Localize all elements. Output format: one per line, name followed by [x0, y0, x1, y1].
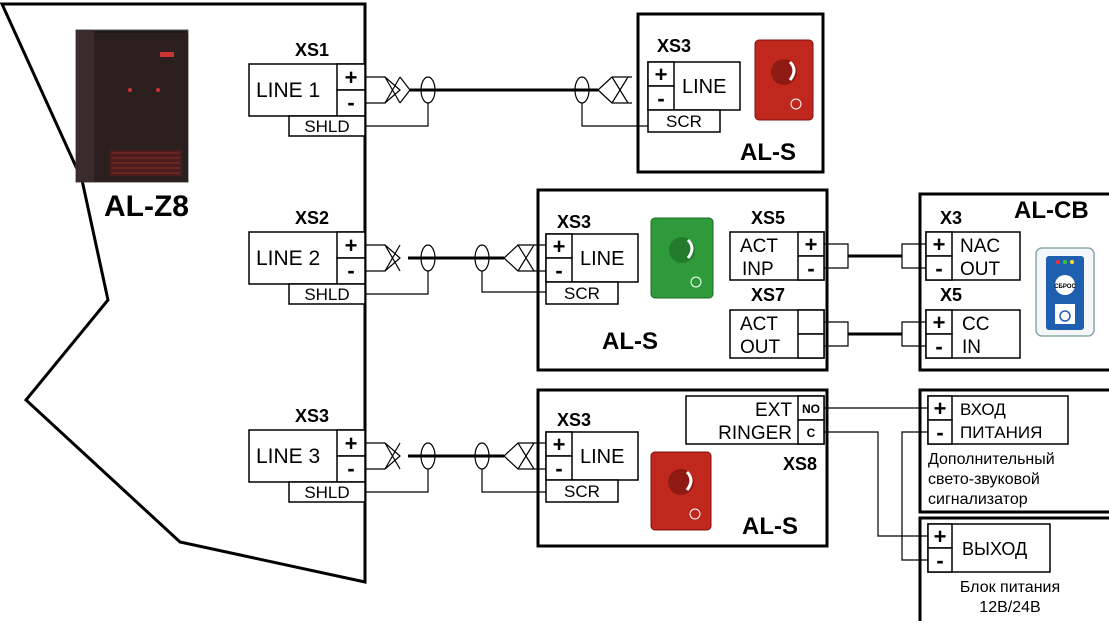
al-s-1: XS3 + - LINE SCR AL-S [636, 12, 825, 174]
xs5-plus: + [805, 232, 818, 257]
psu-caption-1: Блок питания [960, 579, 1060, 596]
x5-connector: X5 [940, 285, 962, 305]
al-s-3-device-image [650, 451, 712, 531]
signal-plus: + [934, 396, 947, 421]
x3-minus: - [935, 256, 942, 281]
line-3-connector: XS3 [295, 406, 329, 426]
line-1-connector: XS1 [295, 40, 329, 60]
x3-nac: NAC [960, 236, 1000, 257]
xs5-minus: - [807, 256, 814, 281]
xs5-act: ACT [740, 236, 778, 257]
al-s-3-minus: - [555, 456, 562, 481]
al-s-3: XS3 + - LINE SCR AL-S EXT RINGER NO C XS… [536, 388, 829, 548]
al-z8-title: AL-Z8 [104, 190, 189, 223]
signal-minus: - [936, 420, 943, 445]
al-s-1-name: AL-S [740, 139, 796, 166]
xs8-ext: EXT [755, 400, 792, 421]
al-s-1-minus: - [657, 86, 664, 111]
line-3-label: LINE 3 [256, 445, 320, 468]
x5-cc: CC [962, 314, 989, 335]
al-s-2-scr: SCR [564, 284, 600, 303]
al-s-3-name: AL-S [742, 513, 798, 540]
x3-out: OUT [960, 259, 1001, 280]
al-cb-device-image: СБРОС [1035, 247, 1095, 337]
al-s-2-plus: + [553, 234, 566, 259]
al-s-3-plus: + [553, 432, 566, 457]
relay-wiring [824, 407, 928, 561]
signal-input-line1: ВХОД [960, 400, 1006, 419]
xs5-inp: INP [742, 259, 774, 280]
psu: + - ВЫХОД Блок питания 12В/24В [918, 516, 1109, 621]
line-3-plus: + [345, 431, 358, 456]
al-s-2: XS3 + - LINE SCR AL-S XS5 ACT INP + - XS… [536, 188, 829, 372]
signal-caption-1: Дополнительный [928, 451, 1055, 468]
signal-caption-3: сигнализатор [928, 491, 1028, 508]
line-1-shld: SHLD [304, 117, 349, 136]
al-s-3-line: LINE [580, 446, 624, 468]
signal-device: + - ВХОД ПИТАНИЯ Дополнительный свето-зв… [918, 388, 1109, 514]
al-s-3-connector: XS3 [557, 410, 591, 430]
xs7-connector: XS7 [751, 285, 785, 305]
alcb-wiring [824, 243, 926, 347]
al-s-2-connector: XS3 [557, 212, 591, 232]
line-2-plus: + [345, 233, 358, 258]
al-s-1-connector: XS3 [657, 36, 691, 56]
x5-in: IN [962, 337, 981, 358]
al-cb-button-label: СБРОС [1054, 284, 1076, 290]
xs8-ringer: RINGER [718, 423, 792, 444]
cable-1 [365, 76, 648, 127]
al-cb-title: AL-CB [1014, 197, 1089, 224]
al-s-2-minus: - [555, 258, 562, 283]
line-1-terminal: XS1 LINE 1 + - SHLD [248, 40, 366, 137]
x3-connector: X3 [940, 208, 962, 228]
x3-plus: + [933, 232, 946, 257]
line-2-label: LINE 2 [256, 247, 320, 270]
line-3-minus: - [347, 456, 354, 481]
al-s-2-line: LINE [580, 248, 624, 270]
signal-caption-2: свето-звуковой [928, 471, 1040, 488]
line-3-shld: SHLD [304, 483, 349, 502]
al-s-2-device-image [650, 217, 714, 299]
xs5-connector: XS5 [751, 208, 785, 228]
x5-minus: - [935, 334, 942, 359]
line-2-terminal: XS2 LINE 2 + - SHLD [248, 208, 366, 305]
line-1-plus: + [345, 65, 358, 90]
signal-input-line2: ПИТАНИЯ [960, 423, 1042, 442]
al-s-1-device-image [754, 39, 814, 121]
cable-2 [365, 244, 546, 295]
x5-plus: + [933, 310, 946, 335]
psu-caption-2: 12В/24В [979, 599, 1040, 616]
al-s-1-line: LINE [682, 76, 726, 98]
line-3-terminal: XS3 LINE 3 + - SHLD [248, 406, 366, 503]
al-s-1-plus: + [655, 62, 668, 87]
xs7-out: OUT [740, 337, 781, 358]
line-1-minus: - [347, 90, 354, 115]
al-s-2-name: AL-S [602, 328, 658, 355]
line-1-label: LINE 1 [256, 79, 320, 102]
psu-minus: - [936, 548, 943, 573]
al-z8-device-image [75, 29, 189, 183]
xs7-act: ACT [740, 314, 778, 335]
psu-output: ВЫХОД [962, 539, 1027, 559]
line-2-shld: SHLD [304, 285, 349, 304]
psu-plus: + [934, 524, 947, 549]
xs8-connector: XS8 [783, 454, 817, 474]
al-cb: AL-CB X3 + - NAC OUT X5 + - CC IN СБРОС [918, 192, 1109, 372]
al-s-3-scr: SCR [564, 482, 600, 501]
line-2-connector: XS2 [295, 208, 329, 228]
cable-3 [365, 442, 546, 493]
line-2-minus: - [347, 258, 354, 283]
xs8-no: NO [802, 402, 820, 416]
xs8-c: C [807, 426, 816, 440]
al-s-1-scr: SCR [666, 112, 702, 131]
